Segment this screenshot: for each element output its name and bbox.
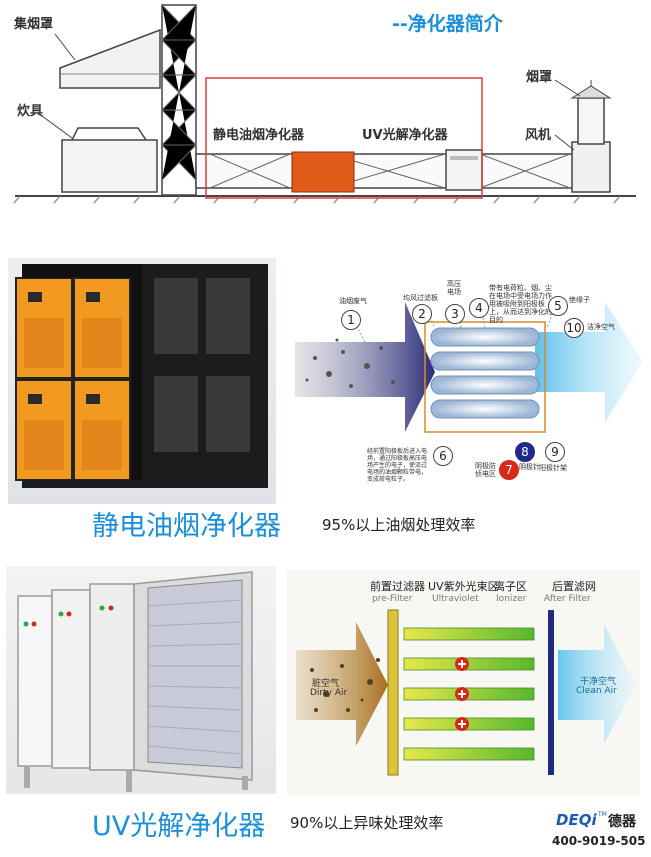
esp-cabinet-illustration: [15, 264, 268, 488]
step-8-text: 阴极针: [519, 463, 540, 471]
esp-principle-diagram: 1 油烟废气 2 均风过滤板 3 高压电场 4 带有电荷粒、烟、尘在电场中受电场…: [285, 262, 645, 504]
zone-ionizer-cn: 离子区: [494, 580, 527, 593]
step-3-badge: 3: [445, 304, 465, 324]
uv-cabinet-illustration: [17, 571, 253, 792]
step-9-badge: 9: [545, 442, 565, 462]
step-5-badge: 5: [548, 296, 568, 316]
esp-flow-illustration: [295, 302, 643, 433]
step-6-text: 经前置阳极板后进入电场，通过阳极板高压电场产生的电子，使流过电场的油烟颗粒带电，…: [367, 448, 428, 483]
zone-prefilter-cn: 前置过滤器: [370, 580, 425, 593]
zone-afterfilter-cn: 后置滤网: [552, 580, 596, 593]
clean-air-en: Clean Air: [576, 686, 617, 696]
step-10-text: 洁净空气: [587, 323, 615, 331]
exhaust-system-diagram: [13, 4, 636, 204]
step-5-text: 绝缘子: [569, 296, 590, 304]
zone-uv-en: Ultraviolet: [432, 594, 479, 604]
label-fan: 风机: [525, 128, 552, 143]
step-4-text: 带有电荷粒、烟、尘在电场中受电场力作用被吸附到阳极板上，从而达到净化的目的: [489, 284, 552, 324]
step-2-badge: 2: [412, 304, 432, 324]
label-uv: UV光解净化器: [362, 128, 448, 143]
esp-product-photo: [8, 258, 276, 504]
label-esp: 静电油烟净化器: [213, 128, 305, 143]
step-7-badge: 7: [499, 460, 519, 480]
step-1-text: 油烟废气: [339, 297, 367, 305]
step-3-text: 高压电场: [447, 280, 461, 296]
uv-efficiency: 90%以上异味处理效率: [290, 814, 444, 832]
zone-afterfilter-en: After Filter: [544, 594, 591, 604]
step-10-badge: 10: [564, 318, 584, 338]
brand-logo: DEQi: [556, 811, 597, 829]
brand-phone: 400-9019-505: [552, 834, 646, 848]
label-hood: 集烟罩: [14, 17, 54, 32]
esp-title: 静电油烟净化器: [92, 511, 281, 542]
zone-uv-cn: UV紫外光束区: [428, 580, 499, 593]
uv-flow-illustration: [296, 609, 636, 776]
step-7-text: 阴极防侦电区: [475, 462, 496, 478]
brand-name: 德器: [608, 814, 636, 830]
label-stove: 炊具: [17, 104, 44, 119]
step-4-badge: 4: [469, 298, 489, 318]
zone-ionizer-en: Ionizer: [496, 594, 527, 604]
step-6-badge: 6: [433, 446, 453, 466]
zone-prefilter-en: pre-Filter: [372, 594, 413, 604]
step-9-text: 阳极针架: [539, 464, 567, 472]
clean-air-cn: 干净空气: [580, 677, 617, 687]
brand-block: DEQi TM 德器 400-9019-505: [548, 811, 648, 855]
step-2-text: 均风过滤板: [403, 294, 438, 302]
step-8-badge: 8: [515, 442, 535, 462]
esp-efficiency: 95%以上油烟处理效率: [322, 516, 476, 534]
label-cap: 烟罩: [526, 70, 553, 85]
uv-product-photo: [6, 566, 276, 794]
dirty-air-cn: 脏空气: [312, 679, 340, 689]
step-1-badge: 1: [341, 310, 361, 330]
dirty-air-en: Dirty Air: [310, 688, 348, 698]
uv-principle-diagram: 前置过滤器 pre-Filter UV紫外光束区 Ultraviolet 离子区…: [286, 570, 640, 795]
page-title: --净化器简介: [392, 13, 503, 35]
brand-tm: TM: [598, 811, 607, 818]
uv-title: UV光解净化器: [92, 811, 266, 842]
